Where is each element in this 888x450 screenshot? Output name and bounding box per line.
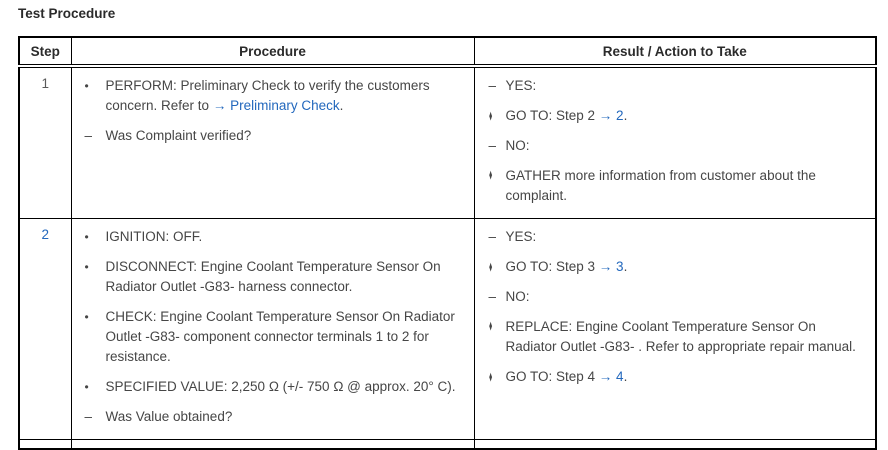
procedure-item: –Was Value obtained? (85, 407, 464, 427)
inline-link[interactable]: → 2 (598, 108, 624, 123)
procedure-cell: • IGNITION: OFF. • DISCONNECT: Engine Coola… (70, 218, 475, 440)
step-cell: 2 (18, 218, 72, 440)
diamond-icon: ♦ (488, 258, 492, 275)
bullet-icon: • (84, 79, 89, 93)
procedure-item-text: IGNITION: OFF. (106, 227, 464, 247)
procedure-item-text: CHECK: Engine Coolant Temperature Sensor… (106, 307, 464, 367)
result-item-text: NO: (506, 136, 866, 156)
bullet-icon: • (84, 380, 89, 394)
bullet-icon: • (84, 260, 89, 274)
procedure-item: • DISCONNECT: Engine Coolant Temperature … (85, 257, 464, 297)
inline-link[interactable]: → 3 (598, 259, 624, 274)
result-item: ♦ GATHER more information from customer a… (489, 166, 866, 206)
procedure-item-text: SPECIFIED VALUE: 2,250 Ω (+/- 750 Ω @ ap… (106, 377, 464, 397)
dash-icon: – (488, 229, 497, 244)
procedure-item: –Was Complaint verified? (85, 126, 464, 146)
table-row-step-2: 2 • IGNITION: OFF. • DISCONNECT: Engine Cool… (18, 218, 877, 440)
result-item: ♦ GO TO: Step 2 → 2. (489, 106, 866, 126)
text-segment: CHECK: Engine Coolant Temperature Sensor… (105, 309, 455, 364)
step-cell: 1 (18, 65, 72, 219)
result-item: ♦ GO TO: Step 3 → 3. (489, 257, 866, 277)
table-row-step-1: 1 • PERFORM: Preliminary Check to verify t… (18, 65, 877, 219)
dash-icon: – (488, 78, 497, 93)
text-segment: GO TO: Step 4 (505, 369, 599, 384)
page-title: Test Procedure (18, 6, 116, 21)
text-segment: GO TO: Step 2 (505, 108, 599, 123)
dash-icon: – (488, 289, 497, 304)
step-cell (18, 439, 72, 450)
dash-icon: – (488, 138, 497, 153)
result-item-text: GATHER more information from customer ab… (506, 166, 866, 206)
diamond-icon: ♦ (488, 317, 492, 334)
result-item-text: REPLACE: Engine Coolant Temperature Sens… (506, 317, 866, 357)
result-item-text: GO TO: Step 2 → 2. (506, 106, 866, 126)
text-segment: Was Complaint verified? (105, 128, 252, 143)
text-segment: PERFORM: Preliminary Check to verify the… (105, 78, 430, 113)
text-segment: YES: (505, 229, 537, 244)
procedure-item: • CHECK: Engine Coolant Temperature Senso… (85, 307, 464, 367)
result-item: ♦ GO TO: Step 4 → 4. (489, 367, 866, 387)
result-item: –YES: (489, 76, 866, 96)
procedure-item-text: Was Value obtained? (106, 407, 464, 427)
text-segment: IGNITION: OFF. (105, 229, 203, 244)
diamond-icon: ♦ (488, 368, 492, 385)
result-item: –NO: (489, 136, 866, 156)
text-segment: . (623, 108, 628, 123)
result-item-text: NO: (506, 287, 866, 307)
result-cell: –YES:♦GO TO: Step 2 → 2.–NO:♦GATHER more… (473, 65, 877, 219)
text-segment: Was Value obtained? (105, 409, 233, 424)
text-segment: YES: (505, 78, 537, 93)
result-item: –YES: (489, 227, 866, 247)
procedure-item-text: DISCONNECT: Engine Coolant Temperature S… (106, 257, 464, 297)
result-item-text: YES: (506, 227, 866, 247)
table-body: 1 • PERFORM: Preliminary Check to verify t… (18, 65, 877, 450)
text-segment: GATHER more information from customer ab… (505, 168, 816, 203)
result-cell: –YES:♦GO TO: Step 3 → 3.–NO:♦REPLACE: En… (473, 218, 877, 440)
dash-icon: – (84, 409, 93, 424)
result-item-text: GO TO: Step 3 → 3. (506, 257, 866, 277)
text-segment: REPLACE: Engine Coolant Temperature Sens… (505, 319, 856, 354)
result-item-text: YES: (506, 76, 866, 96)
procedure-cell: • PERFORM: Preliminary Check to verify th… (70, 65, 475, 219)
text-segment: NO: (505, 138, 530, 153)
step-number: 1 (41, 76, 49, 91)
text-segment: . (623, 259, 628, 274)
inline-link[interactable]: → 4 (598, 369, 624, 384)
procedure-item-text: Was Complaint verified? (106, 126, 464, 146)
text-segment: GO TO: Step 3 (505, 259, 599, 274)
procedure-item-text: PERFORM: Preliminary Check to verify the… (106, 76, 464, 116)
inline-link[interactable]: → Preliminary Check (212, 98, 340, 113)
step-number-link[interactable]: 2 (41, 227, 49, 242)
diamond-icon: ♦ (488, 166, 492, 183)
dash-icon: – (84, 128, 93, 143)
text-segment: SPECIFIED VALUE: 2,250 Ω (+/- 750 Ω @ ap… (105, 379, 456, 394)
column-header-procedure: Procedure (70, 36, 475, 68)
text-segment: NO: (505, 289, 530, 304)
bullet-icon: • (84, 310, 89, 324)
table-row-partial (18, 439, 877, 450)
bullet-icon: • (84, 230, 89, 244)
procedure-item: • IGNITION: OFF. (85, 227, 464, 247)
procedure-item: • PERFORM: Preliminary Check to verify th… (85, 76, 464, 116)
procedure-cell (70, 439, 475, 450)
result-item: ♦ REPLACE: Engine Coolant Temperature Sen… (489, 317, 866, 357)
procedure-item: • SPECIFIED VALUE: 2,250 Ω (+/- 750 Ω @ a… (85, 377, 464, 397)
text-segment: DISCONNECT: Engine Coolant Temperature S… (105, 259, 441, 294)
diamond-icon: ♦ (488, 107, 492, 124)
text-segment: . (339, 98, 344, 113)
column-header-result-action-to-take: Result / Action to Take (473, 36, 877, 68)
column-header-step: Step (18, 36, 72, 68)
result-cell (473, 439, 877, 450)
text-segment: . (623, 369, 628, 384)
result-item-text: GO TO: Step 4 → 4. (506, 367, 866, 387)
result-item: –NO: (489, 287, 866, 307)
